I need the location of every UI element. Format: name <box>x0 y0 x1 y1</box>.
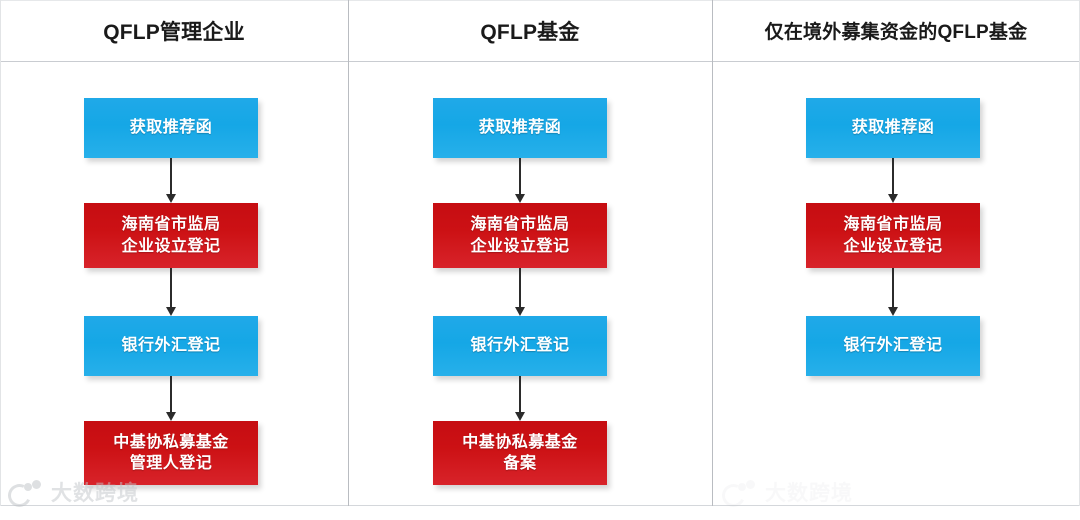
flow-node[interactable]: 海南省市监局 企业设立登记 <box>806 203 980 268</box>
flow-node[interactable]: 银行外汇登记 <box>84 316 258 376</box>
table-bottom-border <box>0 505 1080 506</box>
flow-node[interactable]: 获取推荐函 <box>433 98 607 158</box>
flow-column-qflp-management-enterprise: 获取推荐函 海南省市监局 企业设立登记 银行外汇登记 中基协私募基金 管理人登记 <box>0 61 348 506</box>
flow-arrow <box>166 376 176 421</box>
flow-arrow <box>515 376 525 421</box>
flow-node[interactable]: 中基协私募基金 备案 <box>433 421 607 485</box>
column-header-label: QFLP管理企业 <box>103 20 245 44</box>
column-header-qflp-fund: QFLP基金 <box>348 0 712 61</box>
watermark: 大数跨境 <box>718 477 853 511</box>
flow-node-line: 中基协私募基金 <box>113 433 229 451</box>
flow-node[interactable]: 获取推荐函 <box>806 98 980 158</box>
flow-node[interactable]: 中基协私募基金 管理人登记 <box>84 421 258 485</box>
flow-node-line: 备案 <box>503 455 537 472</box>
table-top-border <box>0 0 1080 1</box>
flow-node-line: 企业设立登记 <box>843 237 943 255</box>
flow-arrow <box>888 268 898 316</box>
flow-node[interactable]: 海南省市监局 企业设立登记 <box>84 203 258 268</box>
flow-arrow <box>166 158 176 203</box>
flow-node-line: 银行外汇登记 <box>121 337 221 355</box>
flow-node-line: 获取推荐函 <box>478 119 562 137</box>
column-header-label: QFLP基金 <box>480 20 580 44</box>
header-separator-line <box>0 61 1080 62</box>
flow-node[interactable]: 银行外汇登记 <box>433 316 607 376</box>
table-left-border <box>0 0 1 506</box>
column-header-label: 仅在境外募集资金的QFLP基金 <box>764 22 1028 43</box>
flow-arrow <box>515 158 525 203</box>
column-header-qflp-management-enterprise: QFLP管理企业 <box>0 0 348 61</box>
flow-node-line: 中基协私募基金 <box>462 433 578 451</box>
column-header-row: QFLP管理企业 QFLP基金 仅在境外募集资金的QFLP基金 <box>0 0 1080 61</box>
flow-node-line: 海南省市监局 <box>470 216 570 234</box>
column-header-qflp-fund-offshore-only: 仅在境外募集资金的QFLP基金 <box>712 0 1080 61</box>
flow-node-line: 企业设立登记 <box>121 237 221 255</box>
watermark-text: 大数跨境 <box>765 482 853 505</box>
flow-node-line: 获取推荐函 <box>851 119 935 137</box>
flow-node-line: 获取推荐函 <box>129 119 213 137</box>
column-divider-2 <box>712 0 713 506</box>
flow-node-line: 管理人登记 <box>129 455 213 472</box>
flow-node[interactable]: 海南省市监局 企业设立登记 <box>433 203 607 268</box>
flow-column-qflp-fund-offshore-only: 获取推荐函 海南省市监局 企业设立登记 银行外汇登记 <box>713 61 1079 506</box>
flow-node-line: 银行外汇登记 <box>843 337 943 355</box>
flow-node-line: 海南省市监局 <box>121 216 221 234</box>
column-divider-1 <box>348 0 349 506</box>
dashu-cross-border-logo-icon <box>718 480 756 511</box>
flow-column-qflp-fund: 获取推荐函 海南省市监局 企业设立登记 银行外汇登记 中基协私募基金 备案 <box>349 61 712 506</box>
watermark-text: 大数跨境 <box>51 482 139 505</box>
flow-node[interactable]: 银行外汇登记 <box>806 316 980 376</box>
flow-node-line: 企业设立登记 <box>470 237 570 255</box>
flow-arrow <box>166 268 176 316</box>
dashu-cross-border-logo-icon <box>4 480 42 511</box>
flow-arrow <box>515 268 525 316</box>
flow-node[interactable]: 获取推荐函 <box>84 98 258 158</box>
watermark: 大数跨境 <box>4 477 139 511</box>
flow-node-line: 银行外汇登记 <box>470 337 570 355</box>
flow-arrow <box>888 158 898 203</box>
flow-node-line: 海南省市监局 <box>843 216 943 234</box>
